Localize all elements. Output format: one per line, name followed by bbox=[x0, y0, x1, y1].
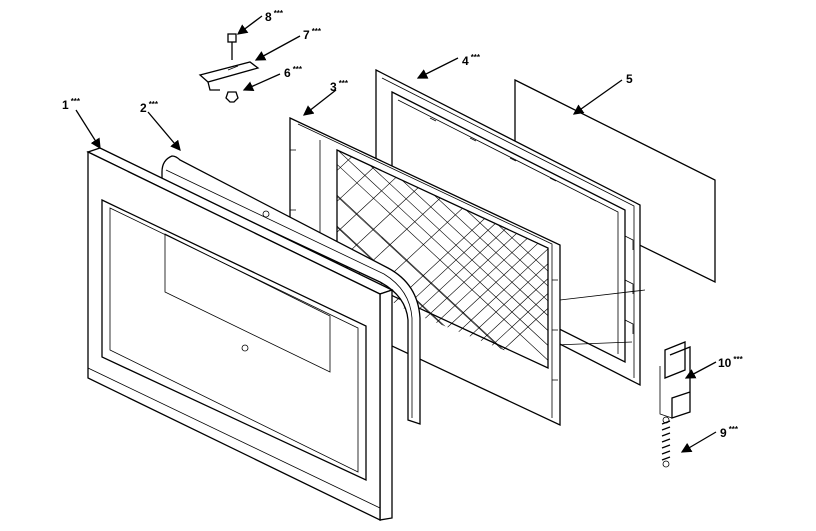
part-label-3: 3*** bbox=[330, 79, 349, 94]
leader-5 bbox=[572, 79, 623, 115]
part-label-2: 2*** bbox=[140, 100, 159, 115]
part-label-8: 8*** bbox=[265, 9, 284, 24]
part-label-10: 10*** bbox=[718, 355, 743, 370]
leader-2 bbox=[147, 111, 181, 151]
leader-4 bbox=[416, 57, 459, 79]
part-2-seal bbox=[161, 155, 421, 425]
part-label-5: 5 bbox=[626, 72, 633, 86]
leader-8 bbox=[236, 15, 263, 35]
leader-10 bbox=[684, 361, 717, 379]
leader-9 bbox=[680, 431, 717, 453]
part-3-mesh-panel bbox=[289, 116, 561, 427]
part-10-hinge bbox=[659, 341, 691, 419]
part-label-4: 4*** bbox=[462, 53, 481, 68]
part-label-7: 7*** bbox=[303, 27, 322, 42]
part-9-spring bbox=[661, 416, 671, 468]
leader-1 bbox=[75, 109, 101, 150]
leader-7 bbox=[254, 35, 301, 61]
part-label-1: 1*** bbox=[62, 97, 81, 112]
part-label-9: 9*** bbox=[720, 425, 739, 440]
part-8-screw bbox=[227, 33, 237, 60]
part-6-nut bbox=[225, 91, 239, 103]
leader-lines bbox=[75, 15, 717, 453]
part-7-bracket bbox=[198, 61, 260, 91]
part-label-6: 6*** bbox=[284, 65, 303, 80]
leader-3 bbox=[302, 89, 337, 116]
part-1-door-frame bbox=[86, 147, 394, 522]
leader-6 bbox=[242, 73, 281, 92]
